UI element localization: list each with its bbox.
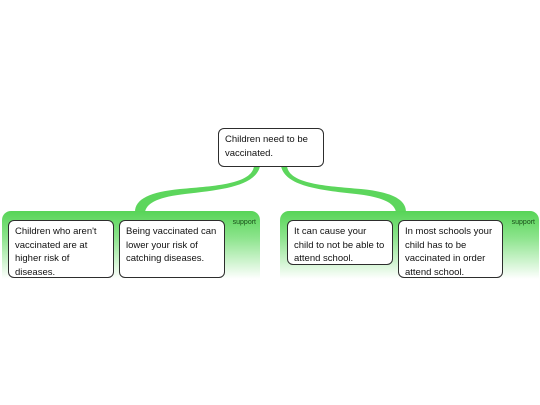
group-label: support <box>511 219 535 226</box>
subtopic-text: In most schools your child has to be vac… <box>405 226 493 278</box>
subtopic-text: Being vaccinated can lower your risk of … <box>126 226 217 264</box>
root-topic-text: Children need to be vaccinated. <box>225 134 308 159</box>
root-topic[interactable]: Children need to be vaccinated. <box>218 128 324 167</box>
subtopic-text: Children who aren't vaccinated are at hi… <box>15 226 97 278</box>
subtopic-school-attendance[interactable]: It can cause your child to not be able t… <box>287 220 393 265</box>
connector-right <box>281 166 406 212</box>
subtopic-unvaccinated-risk[interactable]: Children who aren't vaccinated are at hi… <box>8 220 114 278</box>
subtopic-school-requirement[interactable]: In most schools your child has to be vac… <box>398 220 503 278</box>
connector-left <box>135 166 260 212</box>
subtopic-lower-risk[interactable]: Being vaccinated can lower your risk of … <box>119 220 225 278</box>
subtopic-text: It can cause your child to not be able t… <box>294 226 385 264</box>
group-label: support <box>232 219 256 226</box>
